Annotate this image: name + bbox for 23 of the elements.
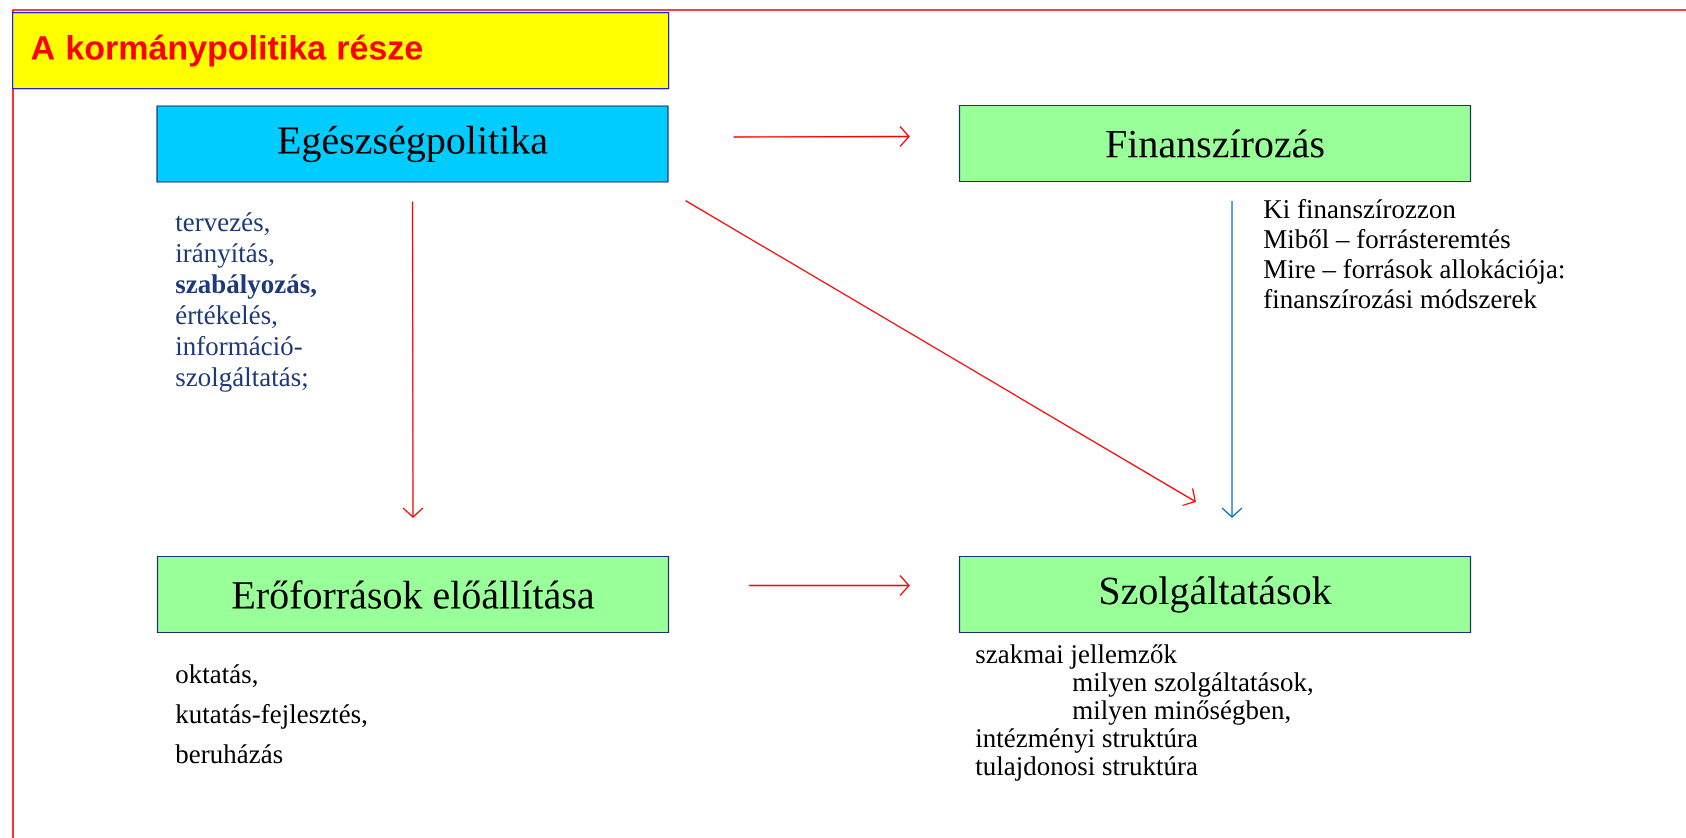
arrow bbox=[684, 199, 1196, 507]
process-box: Erőforrások előállítása bbox=[156, 555, 670, 634]
note-text: Miből – forrásteremtés bbox=[1264, 229, 1510, 249]
arrow bbox=[402, 200, 424, 518]
process-box: Szolgáltatások bbox=[958, 555, 1472, 634]
note-text: kutatás-fejlesztés, bbox=[175, 704, 367, 729]
note-text: Ki finanszírozzon bbox=[1264, 199, 1456, 219]
note-text: milyen minőségben, bbox=[1072, 700, 1290, 725]
note-text: tulajdonosi struktúra bbox=[975, 756, 1198, 781]
note-text: tervezés, irányítás, szabályozás, értékelés, információ- szolgáltatás; bbox=[175, 212, 316, 392]
arrow bbox=[1221, 200, 1243, 518]
process-box: Egészségpolitika bbox=[156, 105, 669, 183]
process-box: Finanszírozás bbox=[958, 104, 1472, 183]
note-text: oktatás, bbox=[176, 664, 257, 688]
title-box: A kormánypolitika része bbox=[12, 12, 670, 90]
arrow bbox=[748, 574, 910, 597]
arrow bbox=[732, 125, 910, 148]
note-text: Mire – források allokációja: bbox=[1264, 259, 1564, 284]
note-text: milyen szolgáltatások, bbox=[1072, 672, 1312, 697]
note-text: szakmai jellemzők bbox=[976, 644, 1177, 669]
note-text: finanszírozási módszerek bbox=[1264, 289, 1537, 309]
note-text: beruházás bbox=[175, 744, 283, 764]
note-text: intézményi struktúra bbox=[975, 728, 1198, 753]
